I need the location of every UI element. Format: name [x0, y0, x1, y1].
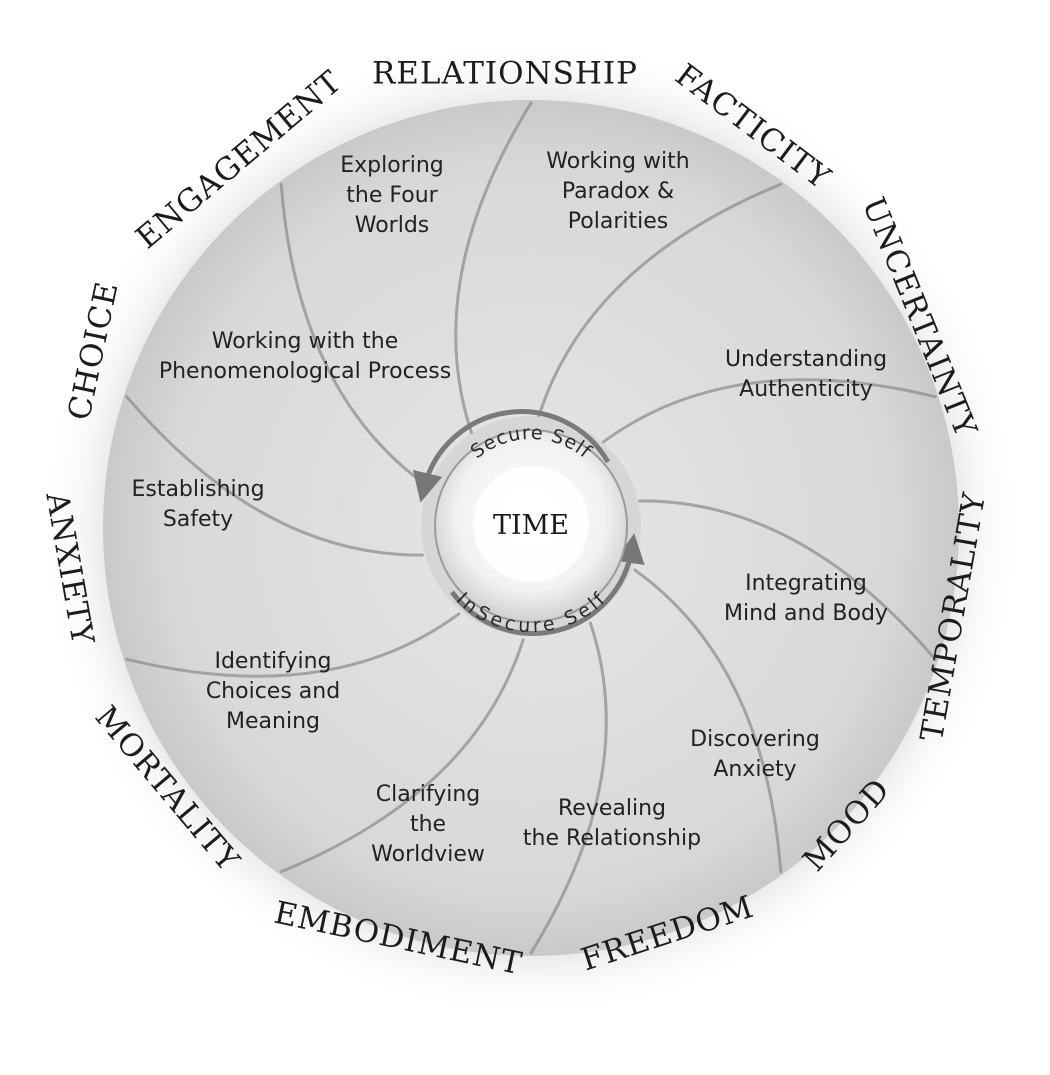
segment-divider	[125, 395, 424, 557]
segment-divider	[125, 612, 461, 678]
secure-self-arrow	[412, 409, 611, 503]
segment-label-line: the Four	[346, 183, 438, 208]
segment-divider	[454, 101, 533, 435]
segment-label: Revealing the Relationship	[523, 796, 701, 851]
segment-label-line: Phenomenological Process	[159, 359, 451, 384]
segment-divider	[279, 182, 429, 488]
segment-label-line: Meaning	[226, 709, 320, 734]
segment-divider	[537, 182, 783, 418]
segment-label-line: Working with	[546, 149, 689, 174]
segment-label-line: Understanding	[725, 347, 887, 372]
time-label: TIME	[493, 510, 569, 541]
segment-label-line: Polarities	[568, 209, 668, 234]
segment-label-line: Mind and Body	[724, 601, 888, 626]
segment-label-line: Safety	[163, 507, 233, 532]
segment-label-line: Worlds	[355, 213, 430, 238]
segment-label-line: Choices and	[206, 679, 340, 704]
segment-dividers	[125, 101, 937, 955]
segment-label-line: Integrating	[745, 571, 867, 596]
segment-label-line: the Relationship	[523, 826, 701, 851]
segment-label-line: Paradox &	[562, 179, 674, 204]
segment-divider	[633, 568, 783, 874]
segment-divider	[601, 378, 937, 444]
segment-label-line: Clarifying	[376, 782, 481, 807]
segment-label-line: Working with the	[212, 329, 399, 354]
segment-label-line: Anxiety	[713, 757, 796, 782]
segment-label-line: Identifying	[214, 649, 331, 674]
segment-label-line: Exploring	[340, 153, 444, 178]
segment-label-line: Worldview	[371, 842, 485, 867]
insecure-self-arrow	[449, 533, 645, 636]
segment-divider	[638, 499, 937, 661]
segment-label-line: Revealing	[558, 796, 666, 821]
segment-divider	[279, 638, 525, 874]
segment-label-line: the	[410, 812, 446, 837]
segment-label-line: Establishing	[131, 477, 264, 502]
center-inner-light	[473, 466, 589, 582]
segment-label-line: Discovering	[690, 727, 820, 752]
segment-divider	[529, 621, 608, 955]
outer-ring-label: RELATIONSHIP	[372, 56, 638, 92]
segment-label-line: Authenticity	[739, 377, 873, 402]
